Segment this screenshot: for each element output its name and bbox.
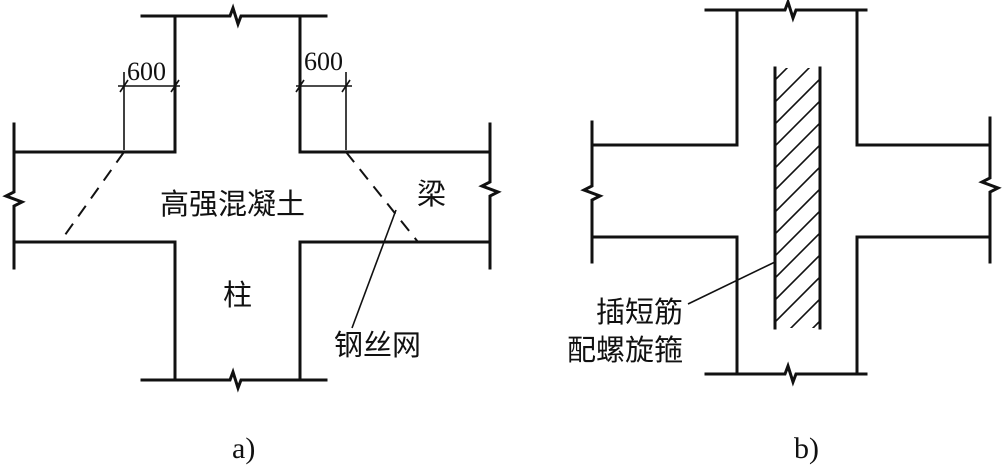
reinforced-core <box>773 66 822 330</box>
joint-outline-lower-b <box>590 235 992 376</box>
mesh-leader-line <box>351 209 397 329</box>
label-steel-mesh: 钢丝网 <box>334 328 421 362</box>
mesh-boundary-right <box>345 151 419 243</box>
label-column: 柱 <box>223 278 252 312</box>
dimension-left-value: 600 <box>127 57 166 86</box>
break-line-left-b <box>580 120 604 264</box>
label-short-bars: 插短筋 <box>596 295 683 329</box>
joint-outline-upper <box>12 14 492 154</box>
joint-outline-upper-b <box>590 8 992 147</box>
break-line-top-b <box>704 0 868 23</box>
mesh-boundary-left <box>59 151 125 243</box>
caption-a: a) <box>232 432 255 465</box>
diagram-b: 插短筋 配螺旋箍 b) <box>567 0 1002 465</box>
dimension-right-value: 600 <box>304 47 343 76</box>
break-line-left <box>2 122 26 270</box>
break-line-bottom <box>140 367 328 393</box>
dimension-left: 600 <box>118 57 180 150</box>
label-high-strength-concrete: 高强混凝土 <box>160 187 305 221</box>
caption-b: b) <box>794 432 819 465</box>
label-beam: 梁 <box>417 177 446 211</box>
label-spiral-stirrups: 配螺旋箍 <box>567 333 683 367</box>
break-line-right-b <box>978 116 1002 264</box>
dimension-right: 600 <box>295 47 352 150</box>
diagram-a: 600 600 高强混凝土 梁 柱 钢丝网 a) <box>2 3 502 465</box>
reinforcement-leader-line <box>687 261 776 305</box>
break-line-top <box>140 3 328 29</box>
joint-outline-lower <box>12 240 492 382</box>
break-line-right <box>478 122 502 270</box>
break-line-bottom-b <box>704 361 868 387</box>
